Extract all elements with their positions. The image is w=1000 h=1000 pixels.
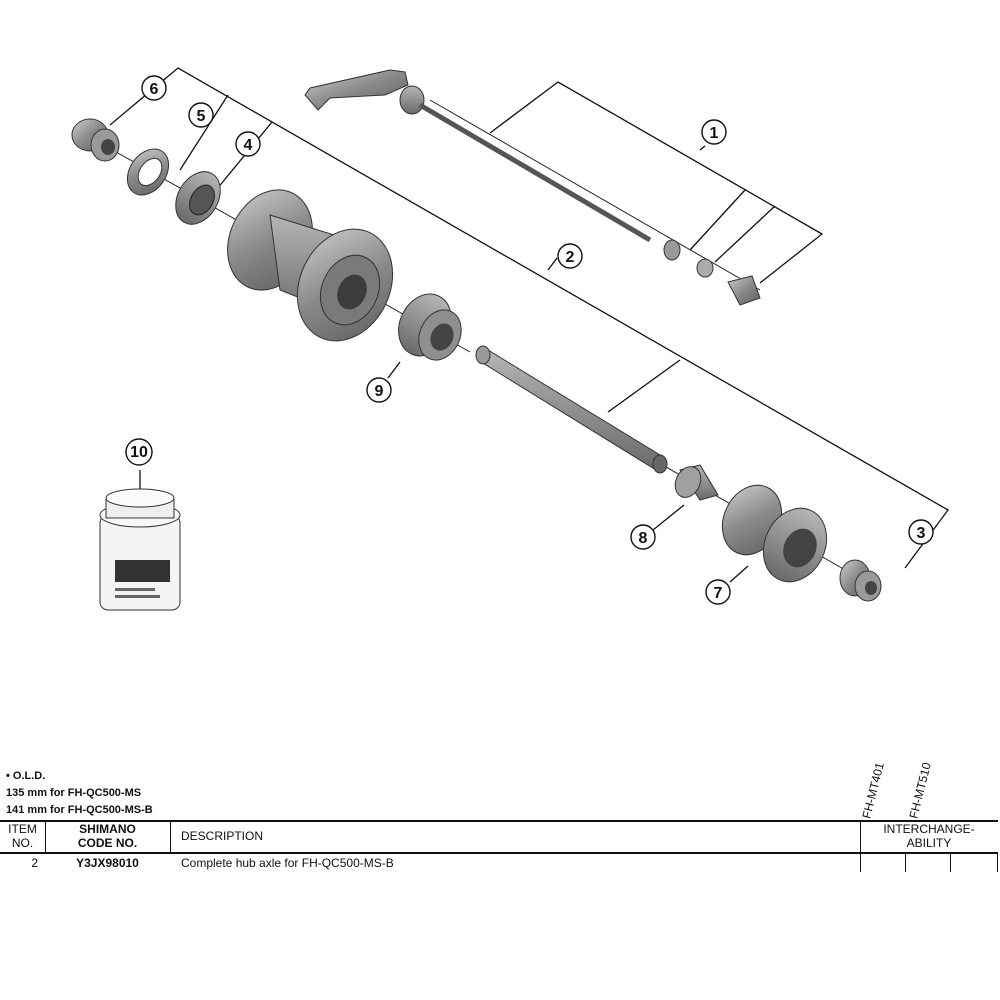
col-divider bbox=[170, 822, 171, 852]
header-item-line1: ITEM bbox=[8, 822, 37, 836]
callout-5: 5 bbox=[188, 102, 214, 128]
callout-1: 1 bbox=[701, 119, 727, 145]
washer-part bbox=[126, 148, 170, 196]
old-line-1: 135 mm for FH-QC500-MS bbox=[6, 787, 142, 799]
col-divider bbox=[950, 854, 951, 872]
header-item-line2: NO. bbox=[11, 836, 34, 850]
svg-text:4: 4 bbox=[244, 137, 253, 154]
callout-10: 10 bbox=[125, 438, 153, 466]
end-cap-part bbox=[71, 118, 120, 162]
callout-6: 6 bbox=[141, 75, 167, 101]
callout-9: 9 bbox=[366, 377, 392, 403]
hub-body-part bbox=[227, 189, 394, 342]
row-code-no: Y3JX98010 bbox=[76, 856, 139, 870]
grease-jar-part bbox=[99, 488, 181, 611]
model-label: FH-MT510 bbox=[906, 760, 934, 820]
freehub-ring-part bbox=[398, 293, 462, 361]
header-code-line1: SHIMANO bbox=[79, 822, 136, 836]
callout-8: 8 bbox=[630, 524, 656, 550]
col-divider bbox=[860, 822, 861, 872]
hub-axle-part bbox=[475, 345, 668, 474]
old-label: • O.L.D. bbox=[6, 770, 46, 782]
freehub-body-part bbox=[721, 484, 828, 583]
col-divider bbox=[905, 854, 906, 872]
quick-release-part bbox=[304, 69, 761, 306]
header-description: DESCRIPTION bbox=[181, 829, 264, 843]
svg-text:5: 5 bbox=[197, 108, 206, 125]
col-divider bbox=[45, 822, 46, 852]
bearing-part bbox=[175, 171, 221, 225]
callout-7: 7 bbox=[705, 579, 731, 605]
header-interchangeability: INTERCHANGE- ABILITY bbox=[860, 822, 998, 850]
old-notes: • O.L.D. 135 mm for FH-QC500-MS 141 mm f… bbox=[6, 768, 153, 819]
svg-text:9: 9 bbox=[375, 383, 384, 400]
svg-text:8: 8 bbox=[639, 530, 648, 547]
svg-text:3: 3 bbox=[917, 525, 926, 542]
header-code-line2: CODE NO. bbox=[77, 836, 138, 850]
model-column-2: FH-MT510 bbox=[906, 760, 940, 820]
table-header-rule bbox=[0, 852, 998, 854]
old-line-2: 141 mm for FH-QC500-MS-B bbox=[6, 804, 153, 816]
svg-text:7: 7 bbox=[714, 585, 723, 602]
model-column-1: FH-MT401 bbox=[859, 760, 893, 820]
right-end-cap-part bbox=[839, 559, 882, 602]
exploded-parts-diagram: 1 2 3 4 5 6 7 8 9 10 bbox=[71, 67, 949, 611]
callout-2: 2 bbox=[557, 243, 583, 269]
header-item: ITEM NO. bbox=[0, 822, 45, 850]
header-code: SHIMANO CODE NO. bbox=[45, 822, 170, 850]
spacer-part bbox=[674, 464, 719, 501]
svg-text:2: 2 bbox=[566, 249, 575, 266]
row-item-no: 2 bbox=[31, 856, 38, 870]
header-interchange-line1: INTERCHANGE- bbox=[883, 822, 975, 836]
svg-text:1: 1 bbox=[710, 125, 719, 142]
svg-text:10: 10 bbox=[130, 444, 148, 461]
header-interchange-line2: ABILITY bbox=[906, 836, 952, 850]
callout-4: 4 bbox=[235, 131, 261, 157]
table-top-rule bbox=[0, 820, 998, 822]
col-divider bbox=[997, 854, 998, 872]
row-description: Complete hub axle for FH-QC500-MS-B bbox=[181, 856, 394, 870]
model-label: FH-MT401 bbox=[859, 760, 887, 820]
svg-text:6: 6 bbox=[150, 81, 159, 98]
callout-3: 3 bbox=[908, 519, 934, 545]
